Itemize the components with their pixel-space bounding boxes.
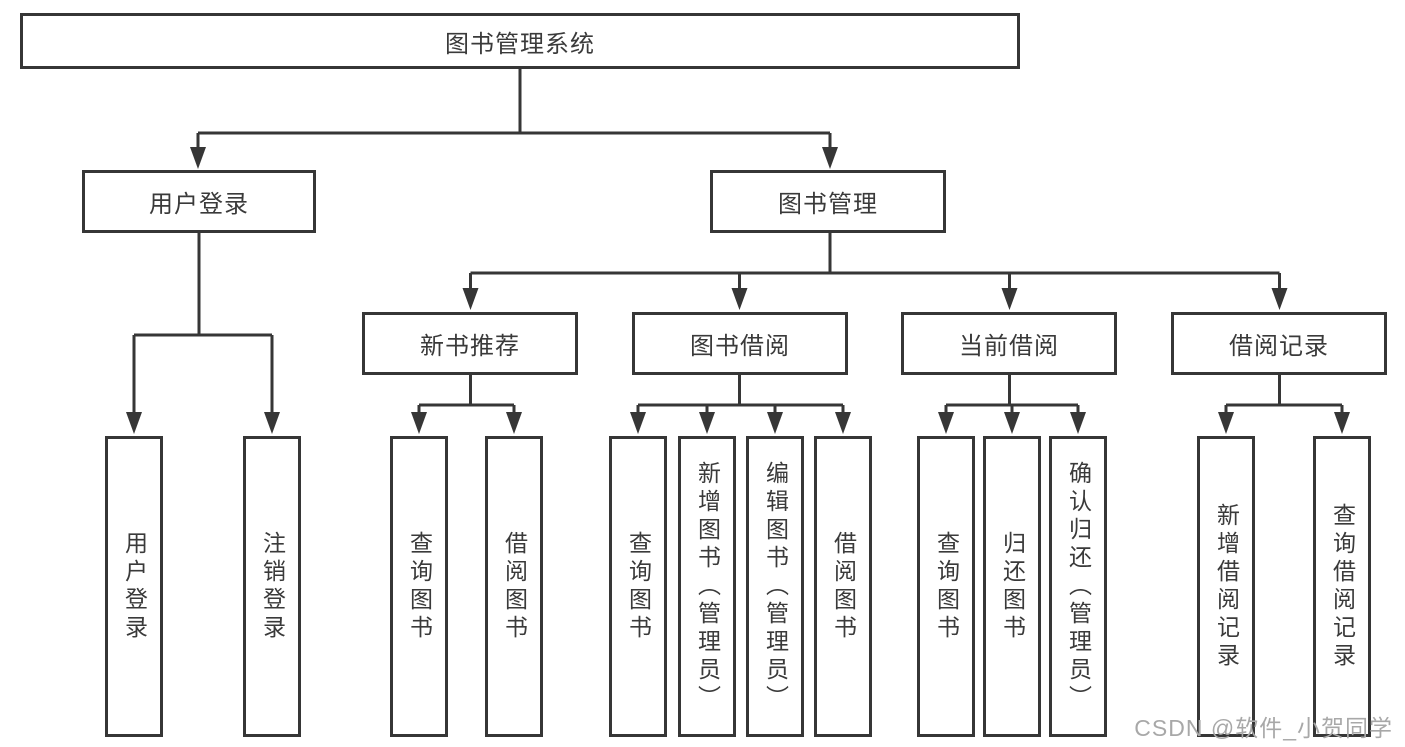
leaf-return-books: 归还图书 (983, 436, 1041, 737)
leaf-query-borrow-record: 查询借阅记录 (1313, 436, 1371, 737)
node-book-borrow: 图书借阅 (632, 312, 848, 375)
arrowhead-borrow-records (1271, 288, 1288, 310)
connector-user-login-split (132, 232, 274, 414)
connector-borrow-records-split (1224, 375, 1344, 414)
node-root: 图书管理系统 (20, 13, 1020, 69)
leaf-label: 注销登录 (259, 530, 286, 643)
arrowhead-leaf (767, 412, 783, 434)
leaf-label: 查询图书 (406, 530, 433, 643)
leaf-label: 确认归还（管理员） (1065, 460, 1092, 713)
connector-root-split (196, 69, 832, 150)
leaf-user-login: 用户登录 (105, 436, 163, 737)
arrowhead-current-borrow (1001, 288, 1018, 310)
connector-book-borrow-split (636, 375, 845, 414)
leaf-label: 查询图书 (933, 530, 960, 643)
csdn-watermark: CSDN @软件_小贺同学 (1134, 715, 1393, 741)
arrowhead-book-borrow (731, 288, 748, 310)
arrowhead-leaf (1004, 412, 1020, 434)
leaf-query-books-current: 查询图书 (917, 436, 975, 737)
leaf-label: 新增借阅记录 (1213, 502, 1240, 671)
leaf-label: 借阅图书 (830, 530, 857, 643)
arrowhead-leaf (506, 412, 522, 434)
node-new-book-recommend-label: 新书推荐 (420, 333, 520, 360)
arrowhead-leaf (1070, 412, 1086, 434)
leaf-label: 借阅图书 (501, 530, 528, 643)
connector-new-book-recommend-split (417, 375, 516, 414)
arrowhead-leaf (411, 412, 427, 434)
node-book-borrow-label: 图书借阅 (690, 333, 790, 360)
node-user-login: 用户登录 (82, 170, 316, 233)
leaf-label: 查询借阅记录 (1329, 502, 1356, 671)
arrowhead-leaf-login (126, 412, 142, 434)
arrowhead-leaf (1334, 412, 1350, 434)
leaf-edit-books-admin: 编辑图书（管理员） (746, 436, 804, 737)
arrowhead-user-login (190, 147, 206, 169)
leaf-label: 新增图书（管理员） (694, 460, 721, 713)
arrowhead-new-book-recommend (462, 288, 479, 310)
leaf-logout: 注销登录 (243, 436, 301, 737)
node-user-login-label: 用户登录 (149, 191, 249, 218)
arrowhead-leaf (835, 412, 851, 434)
leaf-confirm-return-admin: 确认归还（管理员） (1049, 436, 1107, 737)
leaf-label: 用户登录 (121, 530, 148, 643)
leaf-borrow-books: 借阅图书 (814, 436, 872, 737)
node-borrow-records-label: 借阅记录 (1229, 333, 1329, 360)
arrowhead-book-management (822, 147, 838, 169)
connector-book-management-split (469, 232, 1281, 292)
connector-current-borrow-split (944, 375, 1080, 414)
leaf-label: 归还图书 (999, 530, 1026, 643)
node-book-management-label: 图书管理 (778, 191, 878, 218)
node-current-borrow-label: 当前借阅 (959, 333, 1059, 360)
leaf-query-books-recommend: 查询图书 (390, 436, 448, 737)
arrowhead-leaf (938, 412, 954, 434)
arrowhead-leaf-logout (264, 412, 280, 434)
arrowhead-leaf (699, 412, 715, 434)
leaf-borrow-books-recommend: 借阅图书 (485, 436, 543, 737)
node-borrow-records: 借阅记录 (1171, 312, 1387, 375)
node-book-management: 图书管理 (710, 170, 946, 233)
arrowhead-leaf (1218, 412, 1234, 434)
node-current-borrow: 当前借阅 (901, 312, 1117, 375)
arrowhead-leaf (630, 412, 646, 434)
node-root-label: 图书管理系统 (445, 30, 595, 58)
leaf-add-borrow-record: 新增借阅记录 (1197, 436, 1255, 737)
leaf-label: 编辑图书（管理员） (762, 460, 789, 713)
node-new-book-recommend: 新书推荐 (362, 312, 578, 375)
leaf-query-books-borrow: 查询图书 (609, 436, 667, 737)
leaf-add-books-admin: 新增图书（管理员） (678, 436, 736, 737)
leaf-label: 查询图书 (625, 530, 652, 643)
